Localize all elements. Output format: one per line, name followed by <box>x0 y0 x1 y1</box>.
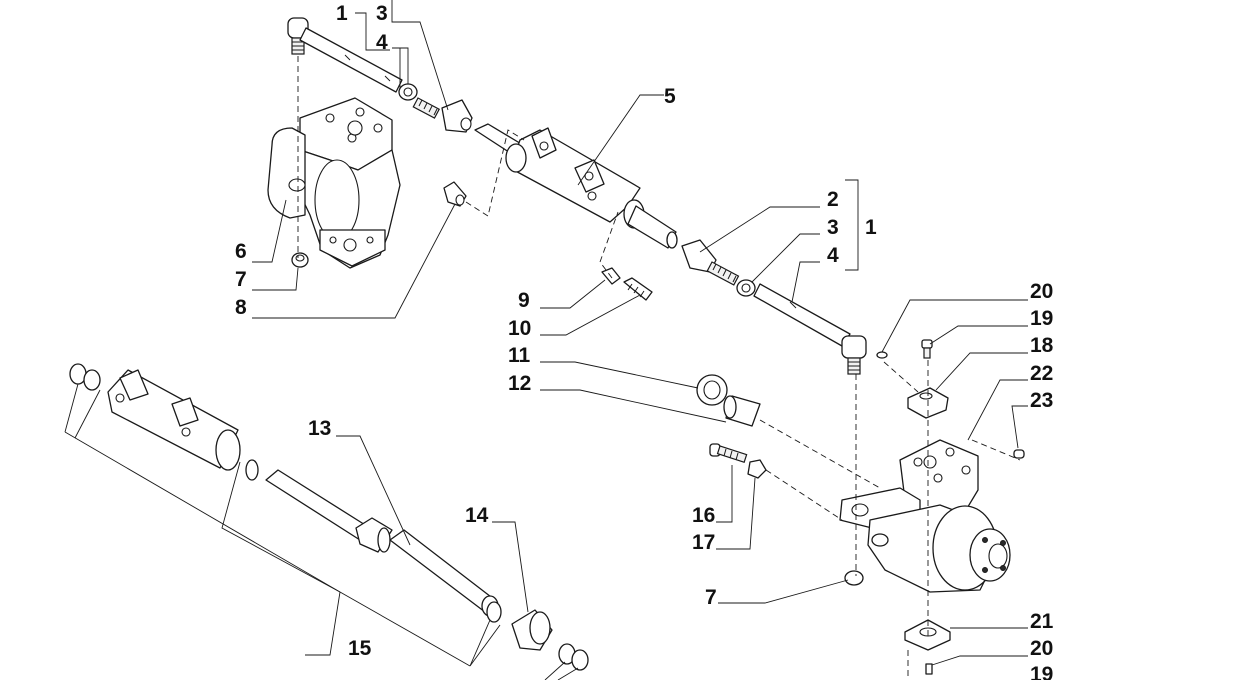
callout-3-right: 3 <box>827 216 839 239</box>
callout-14: 14 <box>465 504 489 527</box>
right-kingpin-parts <box>876 339 1025 459</box>
callout-11: 11 <box>508 344 531 367</box>
steering-cylinder-upper <box>474 123 678 249</box>
centre-lines <box>297 56 1021 680</box>
callout-22: 22 <box>1030 362 1053 385</box>
callout-18: 18 <box>1030 334 1054 357</box>
callout-10: 10 <box>508 317 531 340</box>
callout-6: 6 <box>235 240 247 263</box>
lower-kingpin-parts <box>844 570 951 675</box>
left-steering-knuckle <box>267 97 401 269</box>
callout-1-upper-left: 1 <box>336 2 348 25</box>
leader-lines <box>64 0 1028 680</box>
bushings <box>696 374 761 427</box>
callout-4-right: 4 <box>827 244 839 267</box>
callout-4-upper-left: 4 <box>376 31 388 54</box>
callout-23: 23 <box>1030 389 1053 412</box>
callout-5: 5 <box>664 85 676 108</box>
bolts-16-17 <box>709 443 767 479</box>
callout-2: 2 <box>827 188 839 211</box>
small-fittings <box>291 181 653 301</box>
callout-13: 13 <box>308 417 331 440</box>
callout-12: 12 <box>508 372 531 395</box>
callout-21: 21 <box>1030 610 1054 633</box>
callout-19-lower: 19 <box>1030 663 1053 680</box>
callout-17: 17 <box>692 531 715 554</box>
callout-19-upper: 19 <box>1030 307 1053 330</box>
right-tie-rod-assembly <box>681 239 867 375</box>
callout-7-left: 7 <box>235 268 247 291</box>
lower-cylinder-assembly <box>69 363 589 671</box>
left-tie-rod-assembly <box>287 17 473 133</box>
callout-15: 15 <box>348 637 372 660</box>
callout-20-lower: 20 <box>1030 637 1053 660</box>
callout-16: 16 <box>692 504 715 527</box>
callout-3-upper-left: 3 <box>376 2 388 25</box>
callout-1-right: 1 <box>865 216 877 239</box>
callout-20-upper: 20 <box>1030 280 1053 303</box>
callout-7-right: 7 <box>705 586 717 609</box>
callout-8: 8 <box>235 296 247 319</box>
right-steering-knuckle <box>839 439 1011 593</box>
callout-labels: 1 3 4 5 6 7 8 2 3 1 4 9 10 11 12 20 19 1… <box>235 2 1054 680</box>
callout-9: 9 <box>518 289 530 312</box>
